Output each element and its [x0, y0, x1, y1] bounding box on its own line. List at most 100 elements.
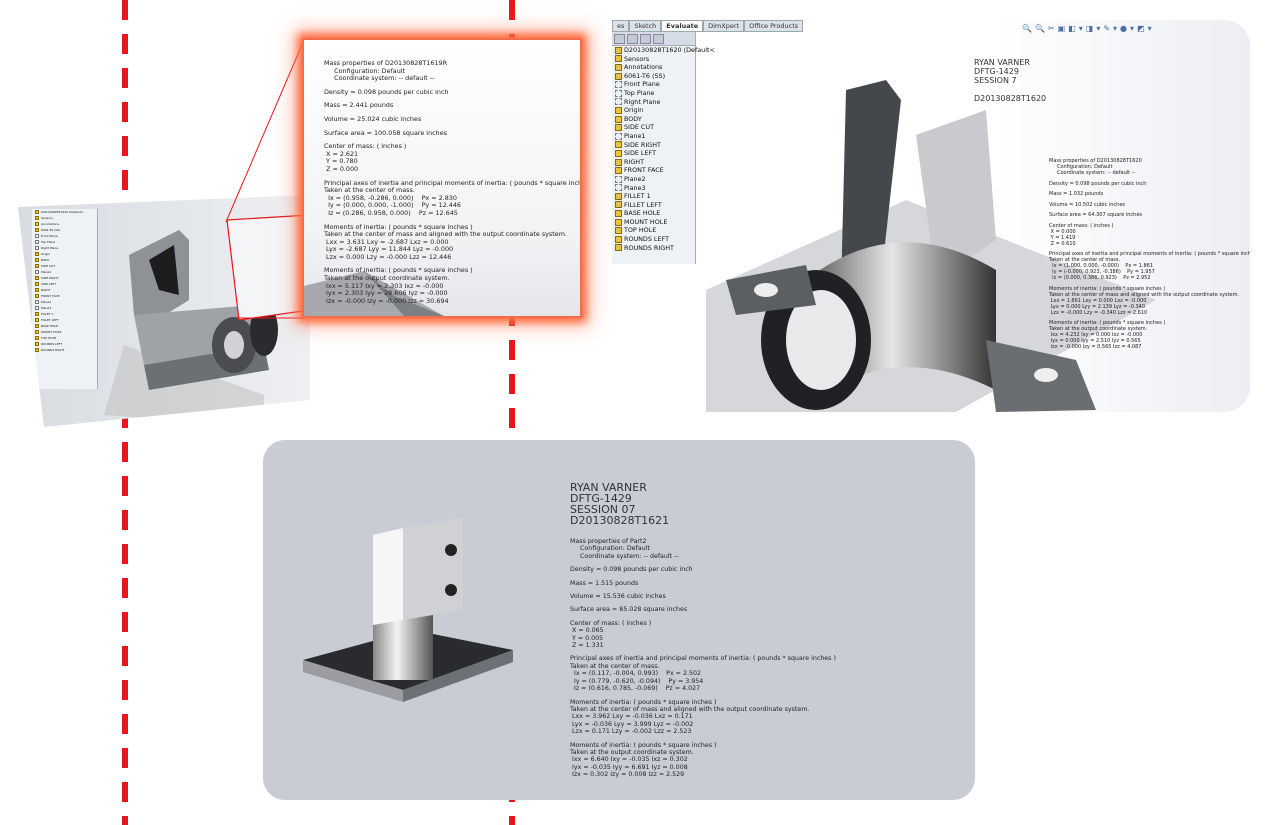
- tree-item[interactable]: Top Plane: [612, 89, 695, 98]
- tab-sketch[interactable]: Sketch: [629, 20, 662, 32]
- tree-item-label: FILLET 1: [624, 192, 651, 201]
- heads-up-view-toolbar[interactable]: 🔍🔍✂▣◧▾◨▾✎▾●▾◩▾: [1022, 24, 1155, 33]
- tree-item[interactable]: Plane2: [612, 175, 695, 184]
- tree-item-label: FRONT FACE: [41, 294, 60, 298]
- tree-item[interactable]: BODY: [32, 257, 97, 263]
- note-line: DFTG-1429: [974, 67, 1019, 76]
- tree-item[interactable]: BODY: [612, 115, 695, 124]
- property-line: Mass = 2.441 pounds: [324, 101, 394, 110]
- tree-item[interactable]: Sensors: [32, 215, 97, 221]
- tree-item[interactable]: ROUNDS RIGHT: [32, 347, 97, 353]
- plane-icon: [35, 300, 39, 304]
- tree-item[interactable]: RIGHT: [32, 287, 97, 293]
- display-manager-icon[interactable]: [653, 34, 664, 44]
- property-line: Moments of inertia: ( pounds * square in…: [570, 698, 717, 706]
- tab-dimxpert[interactable]: DimXpert: [703, 20, 745, 32]
- property-manager-icon[interactable]: [627, 34, 638, 44]
- tree-item[interactable]: Sensors: [612, 55, 695, 64]
- tree-item[interactable]: SIDE LEFT: [612, 149, 695, 158]
- tree-item[interactable]: FILLET LEFT: [32, 317, 97, 323]
- tree-item[interactable]: RIGHT: [612, 158, 695, 167]
- tree-item-label: Front Plane: [41, 234, 58, 238]
- tree-item[interactable]: Front Plane: [32, 233, 97, 239]
- tree-item[interactable]: Front Plane: [612, 80, 695, 89]
- property-line: Y = 1.419: [1049, 234, 1076, 241]
- tree-item[interactable]: D20130828T1620 (Default<: [612, 46, 715, 55]
- tree-item-label: Origin: [624, 106, 644, 115]
- feature-icon: [615, 141, 622, 149]
- tree-item[interactable]: SIDE LEFT: [32, 281, 97, 287]
- feature-manager-icon[interactable]: [614, 34, 625, 44]
- property-group: Mass properties of D20130828T1620 Config…: [1049, 158, 1250, 176]
- note-line: D20130828T1620: [974, 94, 1047, 103]
- tree-item[interactable]: Origin: [612, 106, 695, 115]
- config-manager-icon[interactable]: [640, 34, 651, 44]
- tree-item[interactable]: BASE HOLE: [612, 209, 695, 218]
- tree-item[interactable]: Annotations: [32, 221, 97, 227]
- tree-item-label: ROUNDS LEFT: [41, 342, 63, 346]
- feature-icon: [615, 106, 622, 114]
- tree-item[interactable]: 6061-T6 (SS): [32, 227, 97, 233]
- property-group: Density = 0.098 pounds per cubic inch: [570, 566, 836, 573]
- tree-item[interactable]: MOUNT HOLE: [612, 218, 695, 227]
- property-group: Center of mass: ( inches ) X = 0.065 Y =…: [570, 620, 836, 650]
- note-line: DFTG-1429: [570, 492, 632, 505]
- property-line: Izx = -0.000 Izy = -0.000 Izz = 30.694: [324, 296, 449, 305]
- tree-item[interactable]: SIDE CUT: [32, 263, 97, 269]
- tree-item-label: Plane1: [624, 131, 646, 140]
- tree-item[interactable]: Right Plane: [32, 245, 97, 251]
- tree-item-label: Plane2: [41, 300, 52, 304]
- plane-icon: [615, 89, 622, 97]
- tree-item-label: FILLET LEFT: [41, 318, 59, 322]
- tree-item[interactable]: FILLET 1: [612, 192, 695, 201]
- tree-item[interactable]: Plane1: [612, 132, 695, 141]
- property-line: Ix = (0.117, -0.004, 0.993) Px = 2.502: [570, 670, 701, 678]
- plane-icon: [615, 81, 622, 89]
- property-group: Volume = 15.536 cubic inches: [570, 593, 836, 600]
- tree-item-label: ROUNDS RIGHT: [624, 243, 674, 252]
- tree-item[interactable]: Plane2: [32, 299, 97, 305]
- tree-item[interactable]: Top Plane: [32, 239, 97, 245]
- tree-item[interactable]: D20130828T1620 (Default<: [32, 209, 97, 215]
- tree-item-label: Sensors: [41, 216, 53, 220]
- property-line: Ix = (0.958, -0.286, 0.000) Px = 2.830: [324, 193, 457, 202]
- tree-item[interactable]: Plane3: [32, 305, 97, 311]
- tab-evaluate[interactable]: Evaluate: [661, 20, 704, 32]
- tree-item[interactable]: Origin: [32, 251, 97, 257]
- tree-item[interactable]: SIDE RIGHT: [612, 141, 695, 150]
- tree-item[interactable]: SIDE CUT: [612, 123, 695, 132]
- tree-item[interactable]: ROUNDS RIGHT: [612, 244, 695, 253]
- tree-item[interactable]: TOP HOLE: [612, 226, 695, 235]
- feature-icon: [35, 324, 39, 328]
- note-line: [974, 85, 1046, 94]
- property-group: Principal axes of inertia and principal …: [1049, 251, 1250, 281]
- tree-item-label: FILLET LEFT: [624, 200, 662, 209]
- property-group: Principal axes of inertia and principal …: [324, 179, 580, 218]
- tree-item[interactable]: Annotations: [612, 63, 695, 72]
- tree-item[interactable]: 6061-T6 (SS): [612, 72, 695, 81]
- property-line: Iyx = 2.303 Iyy = 28.606 Iyz = -0.000: [324, 289, 448, 298]
- tree-item[interactable]: Plane1: [32, 269, 97, 275]
- tree-item[interactable]: SIDE RIGHT: [32, 275, 97, 281]
- tree-item[interactable]: BASE HOLE: [32, 323, 97, 329]
- property-line: Configuration: Default: [1049, 164, 1113, 170]
- tree-item[interactable]: FRONT FACE: [32, 293, 97, 299]
- tree-item[interactable]: Plane3: [612, 184, 695, 193]
- mass-properties-text: Mass properties of D20130828T1620 Config…: [1049, 158, 1250, 355]
- tree-item[interactable]: FILLET LEFT: [612, 201, 695, 210]
- tree-item[interactable]: MOUNT HOLE: [32, 329, 97, 335]
- tab-es[interactable]: es: [612, 20, 630, 32]
- mass-properties-text: Mass properties of Part2 Configuration: …: [570, 538, 836, 785]
- tree-item[interactable]: ROUNDS LEFT: [612, 235, 695, 244]
- tree-item[interactable]: ROUNDS LEFT: [32, 341, 97, 347]
- tree-item-label: Top Plane: [41, 240, 56, 244]
- property-line: Lzx = 0.171 Lzy = -0.002 Lzz = 2.523: [570, 728, 692, 736]
- tree-item[interactable]: TOP HOLE: [32, 335, 97, 341]
- tree-item[interactable]: Right Plane: [612, 98, 695, 107]
- property-line: Taken at the output coordinate system.: [1049, 326, 1148, 332]
- tree-item[interactable]: FILLET 1: [32, 311, 97, 317]
- tree-item-label: ROUNDS LEFT: [624, 235, 670, 244]
- tab-office-products[interactable]: Office Products: [744, 20, 804, 32]
- tree-item[interactable]: FRONT FACE: [612, 166, 695, 175]
